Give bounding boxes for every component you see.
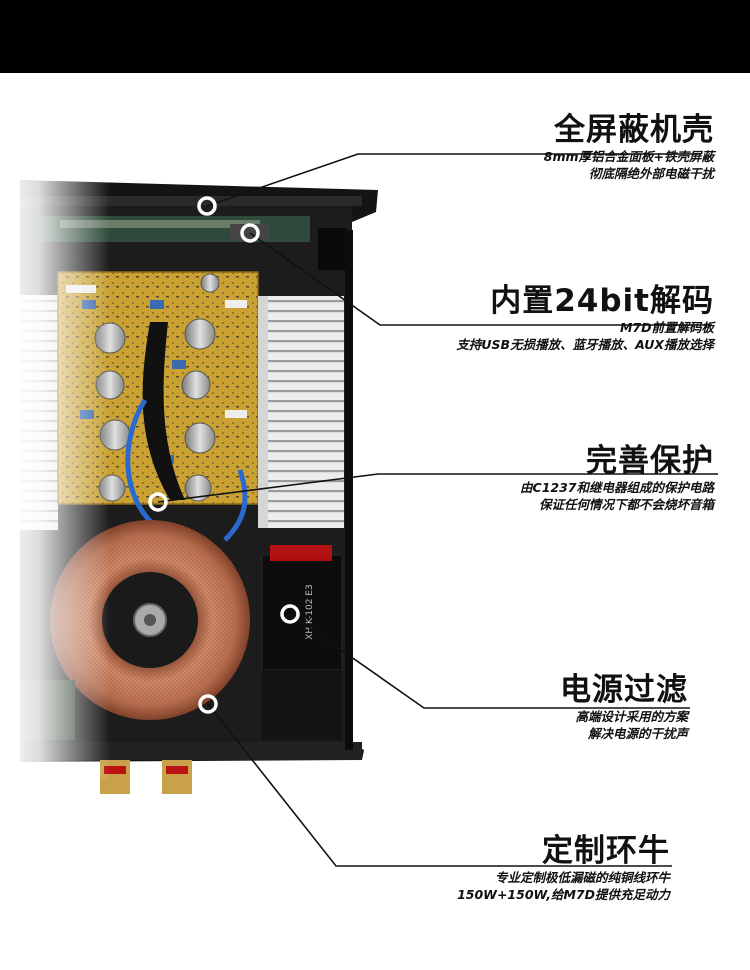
callout-decoder: 内置24bit解码 M7D前置解码板 支持USB无损播放、蓝牙播放、AUX播放选… — [456, 283, 714, 353]
callout-title: 内置24bit解码 — [490, 283, 714, 319]
callout-title: 完善保护 — [586, 443, 714, 479]
left-heatsink — [20, 295, 58, 530]
power-filter-module: XH K-102 E3 — [261, 545, 343, 740]
callout-shielding: 全屏蔽机壳 8mm厚铝合金面板+铁壳屏蔽 彻底隔绝外部电磁干扰 — [544, 112, 714, 182]
callout-title: 定制环牛 — [542, 833, 670, 869]
leader-lines — [157, 153, 718, 867]
speaker-terminals — [100, 760, 192, 794]
marker-transformer — [198, 694, 218, 714]
callout-line: 150W+150W,给M7D提供充足动力 — [457, 887, 670, 902]
callout-line: M7D前置解码板 — [619, 320, 714, 335]
component-label: XH K-102 E3 — [305, 584, 315, 639]
callout-title: 全屏蔽机壳 — [554, 112, 714, 148]
callout-line: 由C1237和继电器组成的保护电路 — [520, 480, 714, 495]
amplifier-board — [57, 271, 259, 532]
callout-line: 彻底隔绝外部电磁干扰 — [588, 166, 714, 181]
marker-protection — [148, 492, 168, 512]
callout-line: 8mm厚铝合金面板+铁壳屏蔽 — [543, 149, 714, 164]
callout-line: 支持USB无损播放、蓝牙播放、AUX播放选择 — [456, 337, 714, 352]
main-heatsink — [258, 296, 344, 528]
callout-transformer: 定制环牛 专业定制极低漏磁的纯铜线环牛 150W+150W,给M7D提供充足动力 — [457, 833, 670, 903]
callout-line: 高端设计采用的方案 — [575, 709, 688, 724]
callout-protection: 完善保护 由C1237和继电器组成的保护电路 保证任何情况下都不会烧坏音箱 — [520, 443, 714, 513]
callout-title: 电源过滤 — [560, 672, 688, 708]
callout-line: 保证任何情况下都不会烧坏音箱 — [538, 497, 714, 512]
marker-shielding — [197, 196, 217, 216]
callout-line: 解决电源的干扰声 — [587, 726, 688, 741]
marker-decoder — [240, 223, 260, 243]
marker-filter — [280, 604, 300, 624]
top-black-bar — [0, 0, 750, 73]
bottom-left-board — [20, 680, 75, 740]
callout-power-filter: 电源过滤 高端设计采用的方案 解决电源的干扰声 — [560, 672, 688, 742]
callout-markers — [148, 196, 300, 714]
callout-line: 专业定制极低漏磁的纯铜线环牛 — [494, 870, 670, 885]
